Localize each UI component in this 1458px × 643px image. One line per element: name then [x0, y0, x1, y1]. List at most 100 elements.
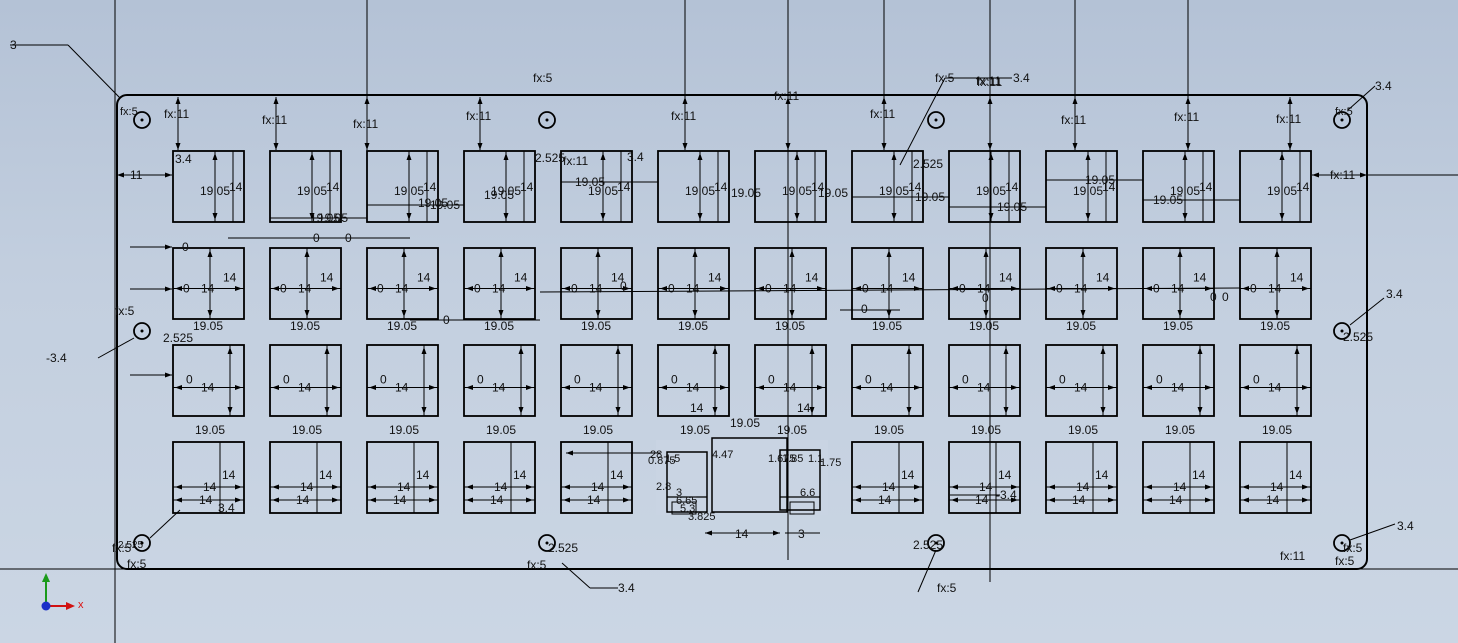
key-size-dimension: 14 — [1076, 480, 1090, 494]
arrow-head-icon — [891, 213, 897, 220]
key-size-dimension: 14 — [1289, 468, 1303, 482]
arrow-head-icon — [175, 286, 182, 291]
key-cutout — [366, 247, 439, 320]
key-cutout — [269, 441, 342, 514]
usb-dimension: 1.1 — [808, 453, 823, 465]
key-cutout — [948, 247, 1021, 320]
mount-hole-center — [1340, 541, 1344, 545]
arrow-head-icon — [332, 286, 339, 291]
arrow-head-icon — [364, 143, 370, 150]
key-size-dimension: 14 — [229, 180, 243, 194]
mount-hole — [133, 111, 151, 129]
key-size-dimension: 14 — [300, 480, 314, 494]
key-size-dimension: 14 — [998, 468, 1012, 482]
arrow-head-icon — [369, 385, 376, 390]
arrow-head-icon — [563, 497, 570, 503]
board-offset-dimension: fx:11 — [671, 109, 696, 123]
key-size-dimension: 14 — [686, 282, 700, 296]
arrow-head-icon — [914, 497, 921, 503]
zero-offset-dimension: 0 — [620, 279, 627, 293]
zero-offset-dimension: 0 — [443, 313, 450, 327]
hole-diameter-dimension: 3.4 — [1375, 79, 1392, 93]
arrow-head-icon — [987, 143, 993, 150]
key-cutout — [1239, 247, 1312, 320]
arrow-head-icon — [466, 497, 473, 503]
arrow-head-icon — [951, 484, 958, 490]
arrow-head-icon — [235, 497, 242, 503]
mount-hole — [927, 111, 945, 129]
arrow-head-icon — [477, 97, 483, 104]
hole-offset-dimension: 2.525 — [163, 331, 193, 345]
key-size-dimension: 14 — [901, 468, 915, 482]
mount-hole-dimension: fx:5 — [527, 558, 547, 572]
key-cutout — [851, 344, 924, 417]
key-cutout — [463, 344, 536, 417]
key-pitch-dimension: 19.05 — [389, 423, 419, 437]
arrow-head-icon — [789, 250, 795, 257]
zero-offset-dimension: 0 — [380, 373, 387, 387]
zero-offset-dimension: 0 — [574, 373, 581, 387]
zero-offset-dimension: 0 — [865, 373, 872, 387]
key-size-dimension: 14 — [1005, 180, 1019, 194]
key-pitch-dimension: 19.05 — [318, 211, 348, 225]
key-size-dimension: 14 — [1192, 468, 1206, 482]
key-cutout — [754, 344, 827, 417]
arrow-head-icon — [1085, 153, 1091, 160]
key-size-dimension: 14 — [1173, 480, 1187, 494]
board-offset-dimension: fx:11 — [1061, 113, 1086, 127]
usb-connector-outline — [779, 449, 821, 511]
key-pitch-dimension: 19.05 — [486, 423, 516, 437]
zero-offset-dimension: 0 — [1222, 290, 1229, 304]
key-pitch-dimension: 19.05 — [387, 319, 417, 333]
key-pitch-dimension: 19.05 — [818, 186, 848, 200]
arrow-head-icon — [1080, 250, 1086, 257]
arrow-head-icon — [1360, 172, 1367, 178]
key-size-dimension: 14 — [611, 271, 625, 285]
arrow-head-icon — [914, 484, 921, 490]
key-cutout — [1142, 247, 1215, 320]
arrow-head-icon — [615, 347, 621, 354]
key-size-dimension: 14 — [1270, 480, 1284, 494]
arrow-head-icon — [309, 153, 315, 160]
key-size-dimension: 14 — [199, 493, 213, 507]
arrow-head-icon — [518, 407, 524, 414]
key-size-dimension: 14 — [1074, 381, 1088, 395]
board-offset-dimension: fx:11 — [870, 107, 895, 121]
zero-offset-dimension: 0 — [474, 282, 481, 296]
arrow-head-icon — [757, 286, 764, 291]
key-pitch-dimension: 19.05 — [685, 184, 715, 198]
key-cutout — [1045, 247, 1118, 320]
key-pitch-dimension: 19.05 — [292, 423, 322, 437]
arrow-head-icon — [429, 385, 436, 390]
usb-dimension: 0.875 — [648, 455, 676, 467]
board-offset-dimension: fx:11 — [563, 154, 588, 168]
arrow-head-icon — [503, 153, 509, 160]
arrow-head-icon — [1072, 97, 1078, 104]
key-size-dimension: 14 — [797, 401, 811, 415]
usb-dimension: 6.6 — [800, 487, 815, 499]
zero-offset-dimension: 0 — [477, 373, 484, 387]
key-pitch-dimension: 19.05 — [195, 423, 225, 437]
hole-diameter-dimension: 3.4 — [175, 152, 192, 166]
hole-offset-dimension: 2.525 — [913, 157, 943, 171]
zero-offset-dimension: 0 — [182, 240, 189, 254]
key-cutout — [172, 150, 245, 223]
arrow-head-icon — [720, 385, 727, 390]
arrow-head-icon — [809, 407, 815, 414]
key-size-dimension: 14 — [783, 381, 797, 395]
usb-offset-dimension: 3 — [798, 527, 805, 541]
arrow-head-icon — [165, 372, 172, 378]
key-cutout — [269, 247, 342, 320]
arrow-head-icon — [369, 484, 376, 490]
key-size-dimension: 14 — [1296, 180, 1310, 194]
arrow-head-icon — [332, 497, 339, 503]
zero-offset-dimension: 0 — [668, 282, 675, 296]
arrow-head-icon — [227, 347, 233, 354]
key-size-dimension: 14 — [714, 180, 728, 194]
arrow-head-icon — [682, 97, 688, 104]
arrow-head-icon — [466, 385, 473, 390]
leader-line — [561, 562, 591, 589]
arrow-head-icon — [1182, 153, 1188, 160]
